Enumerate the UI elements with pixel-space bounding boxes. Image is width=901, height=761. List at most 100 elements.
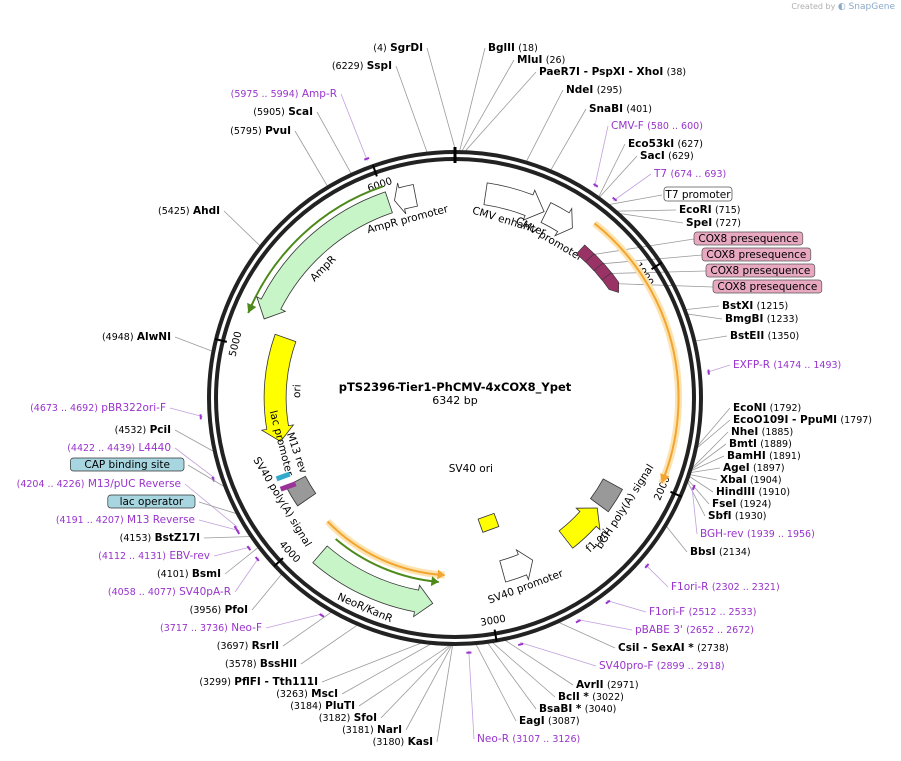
feature-cmv-promoter: [540, 202, 573, 237]
leader-amp-r: [340, 93, 368, 161]
leader-econi: [695, 407, 731, 449]
orf-arcs: [247, 185, 683, 587]
leader-bbsi: [665, 524, 688, 553]
credit-brand: SnapGene: [848, 2, 895, 12]
label-xbai: XbaI (1904): [720, 474, 782, 486]
label-pvui: (5795) PvuI: [230, 125, 291, 137]
leader-bstz17i: [203, 536, 252, 539]
label-bstz17i: (4153) BstZ17I: [120, 532, 200, 544]
leader-pluti: [358, 643, 453, 707]
primer-mark-amp-r: [363, 156, 370, 161]
label-spei: SpeI (727): [686, 217, 741, 229]
orf-arc-3: [335, 538, 439, 583]
orf-arc-head-0: [660, 473, 670, 484]
label-f1ori-f: F1ori-F (2512 .. 2533): [649, 606, 756, 618]
leader-t7-promoter: [607, 194, 663, 206]
primer-mark-exfp-r: [707, 369, 710, 375]
label-exfp-r: EXFP-R (1474 .. 1493): [733, 359, 841, 371]
feature-ori: [260, 333, 297, 443]
label-bcli: BclI * (3022): [558, 691, 624, 703]
leader-pbabe-3: [577, 619, 633, 631]
leader-agei: [689, 467, 721, 474]
leader-rsrii: [282, 611, 333, 647]
leader-bsshii: [300, 623, 359, 665]
label-msci: (3263) MscI: [276, 688, 338, 700]
leader-sgrdi: [426, 47, 457, 153]
leader-sfoi: [380, 643, 453, 719]
leader-saci: [598, 155, 638, 199]
label-m13-reverse: (4191 .. 4207) M13 Reverse: [56, 514, 195, 526]
leader-kasi: [436, 643, 454, 743]
label-hindiii: HindIII (1910): [716, 486, 790, 498]
label-bmti: BmtI (1889): [729, 438, 792, 450]
leader-cox8-3: [612, 283, 714, 288]
leader-neo-f: [265, 613, 323, 629]
leader-l4440: [174, 447, 216, 479]
label-ecoo109i-ppumi: EcoO109I - PpuMI (1797): [733, 414, 872, 426]
cox8-box-1: [701, 247, 812, 262]
tick-2000: [670, 490, 682, 498]
leader-hindiii: [688, 475, 714, 493]
primer-mark-sv40pro-f: [517, 642, 524, 646]
feature-ampr-promoter: [394, 182, 418, 215]
leader-pcii: [174, 429, 216, 453]
label-snabi: SnaBI (401): [589, 103, 652, 115]
tick-label-3000: 3000: [480, 614, 507, 629]
leader-avrii: [503, 638, 574, 686]
leader-nari: [405, 643, 453, 731]
label-bsabi: BsaBI * (3040): [539, 703, 616, 715]
primer-mark-neo-f: [319, 613, 325, 618]
plasmid-name: pTS2396-Tier1-PhCMV-4xCOX8_Ypet: [339, 380, 572, 395]
label-kasi: (3180) KasI: [373, 736, 433, 748]
label-pcii: (4532) PciI: [115, 424, 171, 436]
feature-sv40-poly-a-signal: [285, 475, 317, 507]
label-bsmi: (4101) BsmI: [157, 568, 221, 580]
label-lac-operator: lac operator: [120, 496, 184, 508]
leader-bstxi: [684, 305, 720, 311]
leader-sbfi: [686, 480, 706, 517]
leader-spei: [617, 212, 684, 224]
tick-3000: [493, 629, 498, 642]
leader-fsei: [686, 478, 710, 505]
label-leader-lines: [169, 47, 731, 743]
leader-ahdi: [223, 210, 262, 248]
primer-mark-m13-reverse: [235, 529, 241, 535]
callout-box-t7-promoter: [663, 186, 733, 202]
orf-arc-head-3: [430, 576, 439, 587]
label-bsshii: (3578) BssHII: [225, 658, 297, 670]
label-bsteii: BstEII (1350): [730, 330, 799, 342]
feature-label-sv40-ori: SV40 ori: [449, 463, 493, 475]
leader-t7: [613, 173, 652, 202]
label-f1ori-r: F1ori-R (2302 .. 2321): [671, 581, 780, 593]
leader-eco53ki: [597, 143, 626, 199]
leader-ebv-rev: [213, 546, 251, 557]
leader-f1ori-f: [606, 600, 647, 613]
feature-neor-kanr: [312, 545, 434, 618]
tick-label-5000: 5000: [228, 330, 245, 357]
label-m13-puc-reverse: (4204 .. 4226) M13/pUC Reverse: [17, 478, 181, 490]
plasmid-size: 6342 bp: [432, 394, 477, 407]
leader-scai: [316, 111, 353, 175]
leader-ecori: [615, 209, 677, 212]
label-sbfi: SbfI (1930): [708, 510, 767, 522]
leader-xbai: [688, 473, 718, 481]
leader-mlui: [460, 59, 515, 153]
leader-ndei: [525, 89, 564, 163]
cox8-box-2: [705, 263, 816, 278]
orf-arc-glow-0: [592, 220, 683, 485]
leader-exfp-r: [706, 364, 731, 373]
orf-arc-head-1: [437, 569, 445, 580]
feature-f1-ori: [558, 507, 601, 549]
label-l4440: (4422 .. 4439) L4440: [67, 442, 171, 454]
label-neo-f: (3717 .. 3736) Neo-F: [160, 622, 262, 634]
leader-snabi: [549, 108, 587, 172]
leader-bsteii: [694, 335, 728, 342]
label-neo-r: Neo-R (3107 .. 3126): [477, 733, 580, 745]
leader-eagi: [475, 642, 517, 722]
leader-neo-r: [468, 650, 475, 740]
cox8-label-2: COX8 presequence: [710, 265, 810, 277]
label-nhei: NheI (1885): [731, 426, 793, 438]
label-bglii: BglII (18): [488, 42, 538, 54]
